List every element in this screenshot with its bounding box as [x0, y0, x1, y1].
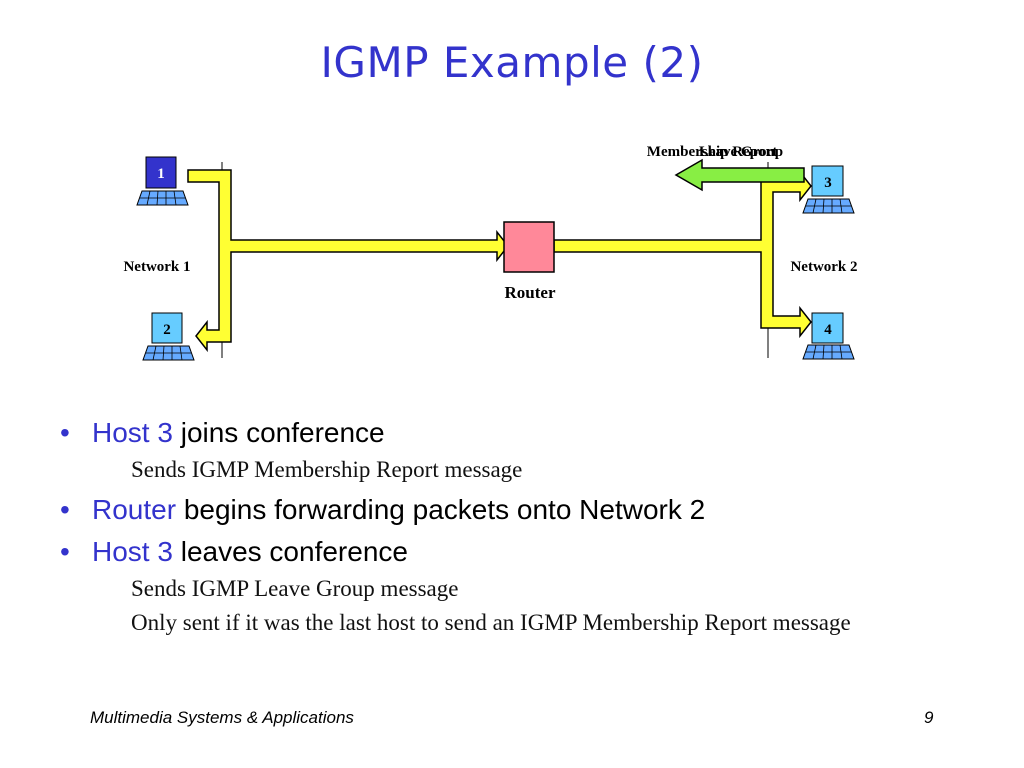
bullet-1-sub-1: Sends IGMP Membership Report message	[131, 457, 523, 482]
host-4-monitor	[811, 312, 844, 344]
bullet-1: • Host 3 joins conference	[60, 412, 980, 454]
path-network2	[553, 169, 812, 339]
router-box	[503, 221, 555, 273]
bullet-list: • Host 3 joins conference Sends IGMP Mem…	[60, 412, 980, 642]
bullet-1-highlight: Host 3	[92, 417, 173, 448]
host-4-label: 4	[824, 322, 832, 338]
bullet-3-sub-2: Only sent if it was the last host to sen…	[131, 610, 851, 635]
slide-title: IGMP Example (2)	[320, 38, 704, 87]
bullet-dot: •	[60, 536, 70, 567]
membership-report-label: Membership Report	[647, 144, 777, 160]
host-3-label: 3	[824, 175, 832, 191]
message-arrow	[674, 158, 805, 192]
host-4	[802, 312, 855, 360]
bullet-2-text: begins forwarding packets onto Network 2	[176, 494, 706, 525]
bullet-dot: •	[60, 417, 70, 448]
bullet-2-highlight: Router	[92, 494, 177, 525]
host-2	[142, 312, 195, 361]
footer-course-title: Multimedia Systems & Applications	[90, 708, 354, 727]
network1-label: Network 1	[123, 259, 190, 275]
router-label: Router	[505, 283, 556, 302]
host-3	[802, 165, 855, 214]
host-2-monitor	[151, 312, 183, 344]
bullet-3-sub-1: Sends IGMP Leave Group message	[131, 576, 459, 601]
path-network1	[187, 169, 509, 353]
footer-page-number: 9	[924, 708, 934, 727]
bullet-3-highlight: Host 3	[92, 536, 173, 567]
forwarding-paths	[187, 169, 812, 353]
host-3-monitor	[811, 165, 844, 197]
bullet-3: • Host 3 leaves conference	[60, 531, 980, 573]
host-1	[136, 156, 189, 206]
igmp-network-diagram: 1 2 3 4 Network 1 Network 2 Router Membe…	[123, 144, 858, 361]
bullet-dot: •	[60, 494, 70, 525]
host-1-monitor	[145, 156, 177, 189]
host-2-label: 2	[163, 322, 171, 338]
host-1-label: 1	[157, 166, 165, 182]
network2-label: Network 2	[790, 259, 857, 275]
bullet-1-text: joins conference	[172, 417, 385, 448]
bullet-3-text: leaves conference	[172, 536, 408, 567]
leave-group-label: Leave Group	[699, 144, 783, 160]
bullet-2: • Router begins forwarding packets onto …	[60, 489, 980, 531]
